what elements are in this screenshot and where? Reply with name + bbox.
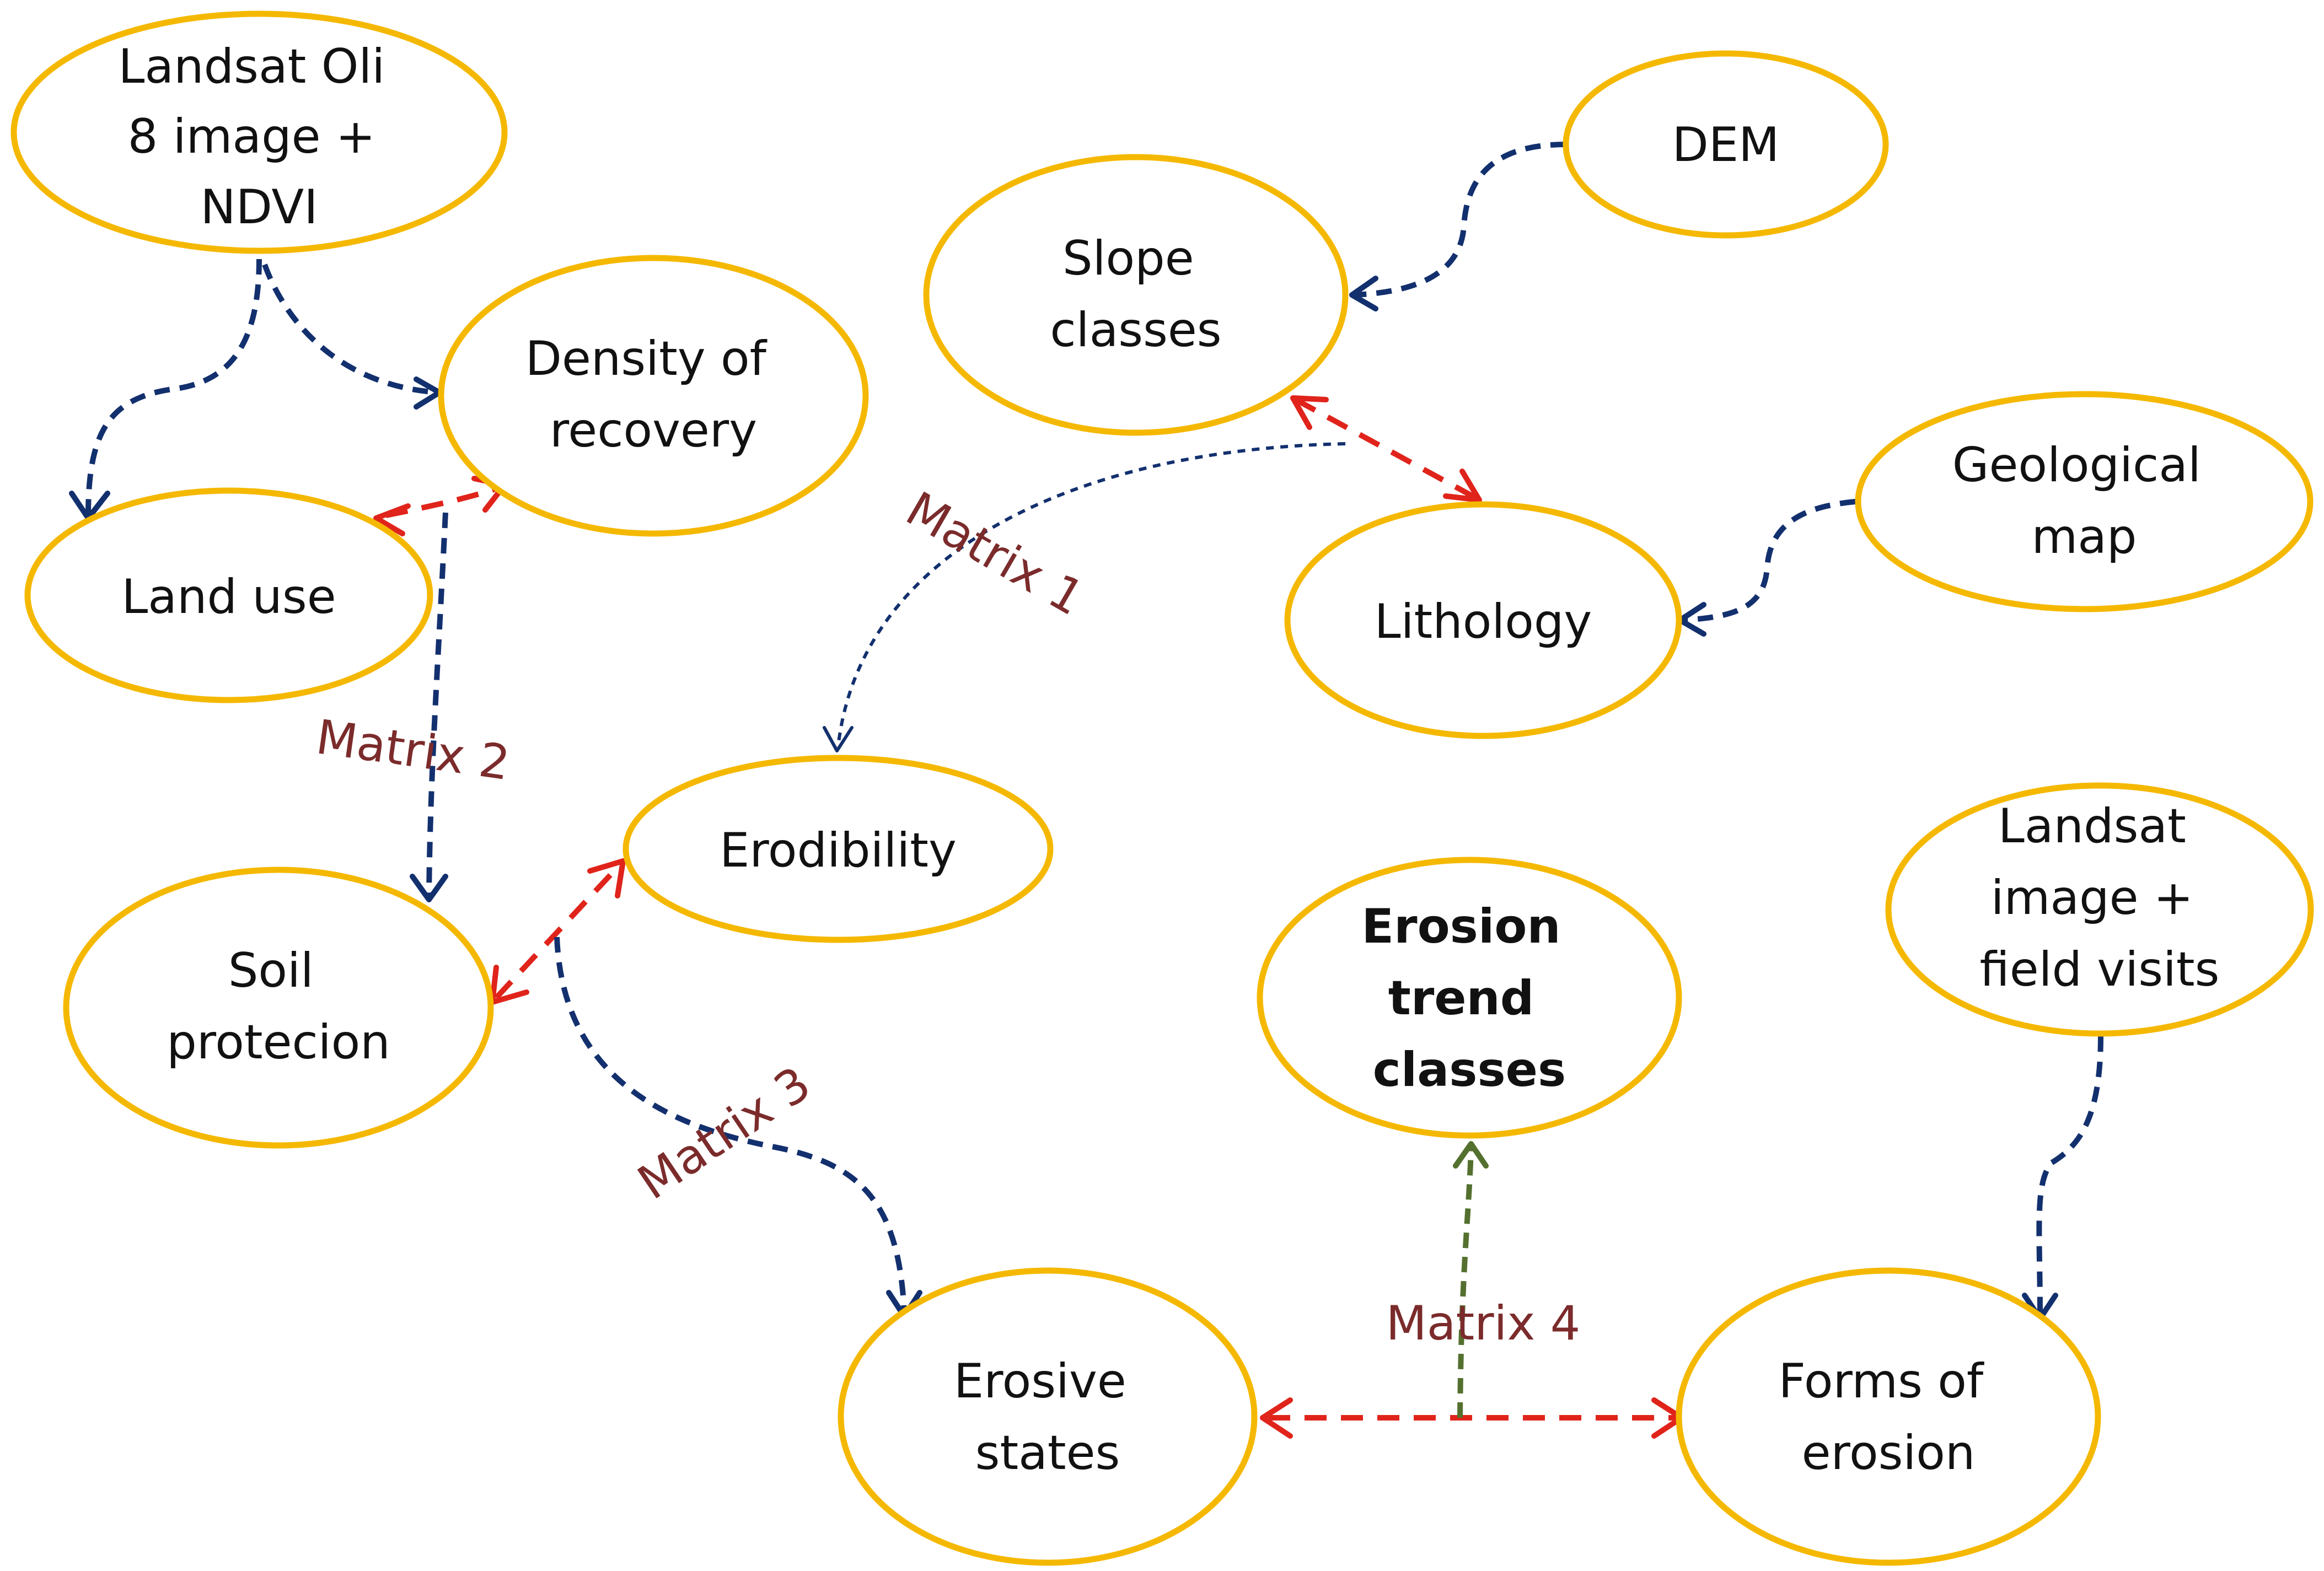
arrowhead-landuse-end <box>373 503 411 536</box>
arrowhead-soil <box>410 874 448 902</box>
matrix-4-label: Matrix 4 <box>1386 1296 1581 1351</box>
arrowhead-erodibility <box>823 726 854 752</box>
arrowhead-erosive-end <box>1260 1397 1293 1439</box>
node-landsat-oli-line-3: NDVI <box>200 180 318 235</box>
node-landsat-field-line-3: field visits <box>1980 942 2220 997</box>
node-landsat-oli: Landsat Oli 8 image + NDVI <box>10 10 508 254</box>
node-forms-line-1: Forms of <box>1778 1354 1984 1409</box>
node-land-use: Land use <box>24 487 433 703</box>
arrow-landuse-density <box>385 485 500 518</box>
arrowhead-trend <box>1453 1141 1489 1169</box>
svg-text:Geological map: Geological map <box>1952 438 2216 564</box>
node-geological-map-line-1: Geological <box>1952 438 2201 493</box>
node-geological-map-line-2: map <box>2031 509 2137 564</box>
arrowhead-lithology-end <box>1443 469 1482 503</box>
node-erosion-trend-classes: Erosion trend classes <box>1257 857 1682 1139</box>
node-trend-line-3: classes <box>1373 1042 1566 1097</box>
arrow-soil-erodibility <box>494 862 622 1000</box>
node-erodibility-line-1: Erodibility <box>720 823 957 878</box>
arrow-landsat-field-to-forms <box>2036 1036 2103 1315</box>
matrix-3-label: Matrix 3 <box>629 1056 820 1210</box>
node-landsat-field-line-1: Landsat <box>1998 799 2186 854</box>
node-erosive-line-1: Erosive <box>954 1354 1126 1409</box>
arrowhead-slope-end <box>1290 395 1329 430</box>
svg-text:DEM: DEM <box>1672 117 1780 173</box>
matrix-2-label: Matrix 2 <box>313 709 513 791</box>
node-landsat-oli-line-1: Landsat Oli <box>118 39 385 94</box>
node-slope-classes: Slope classes <box>923 154 1349 436</box>
svg-text:Slope classes: Slope classes <box>1050 231 1221 358</box>
node-landsat-field-line-2: image + <box>1991 870 2193 926</box>
node-forms-line-2: erosion <box>1802 1425 1976 1481</box>
node-slope-classes-line-2: classes <box>1050 303 1221 358</box>
arrow-landsat-to-land-use <box>85 259 262 516</box>
svg-text:Erosive states: Erosive states <box>954 1354 1141 1481</box>
svg-text:Forms of erosion: Forms of erosion <box>1778 1354 1998 1481</box>
node-trend-line-2: trend <box>1388 971 1534 1026</box>
node-erosive-states: Erosive states <box>838 1267 1258 1566</box>
svg-text:Soil protecion: Soil protecion <box>167 943 390 1070</box>
arrow-matrix4-to-trend <box>1457 1146 1474 1418</box>
arrow-matrix2-to-soil <box>426 512 448 898</box>
svg-text:Lithology: Lithology <box>1375 594 1592 649</box>
arrowhead-slope <box>1349 276 1378 311</box>
node-dem-line-1: DEM <box>1672 117 1780 173</box>
arrow-landsat-to-density <box>262 263 439 395</box>
arrow-geomap-to-lithology <box>1681 499 1856 623</box>
node-soil-line-2: protecion <box>167 1015 390 1070</box>
arrow-dem-to-slope <box>1353 142 1566 298</box>
node-lithology-line-1: Lithology <box>1375 594 1592 649</box>
node-erodibility: Erodibility <box>622 755 1054 943</box>
svg-text:Erodibility: Erodibility <box>720 823 957 878</box>
node-landsat-oli-line-2: 8 image + <box>128 109 375 164</box>
node-land-use-line-1: Land use <box>121 569 336 625</box>
node-trend-line-1: Erosion <box>1361 899 1560 954</box>
svg-text:Landsat Oli 8 image +: Landsat Oli 8 image + NDVI <box>118 39 400 235</box>
arrow-slope-lithology <box>1294 397 1479 502</box>
svg-text:Landsat image + fi: Landsat image + field visits <box>1980 799 2220 997</box>
node-landsat-field-visits: Landsat image + field visits <box>1885 782 2314 1037</box>
node-density-line-1: Density of <box>525 331 767 386</box>
node-density-line-2: recovery <box>550 403 757 458</box>
svg-text:Land use: Land use <box>121 569 336 625</box>
arrow-matrix3-to-erosive <box>554 937 907 1312</box>
arrowhead-erodibility-end <box>587 858 626 899</box>
node-soil-protecion: Soil protecion <box>63 867 494 1149</box>
node-lithology: Lithology <box>1284 501 1682 739</box>
node-erosive-line-2: states <box>975 1425 1120 1481</box>
node-forms-of-erosion: Forms of erosion <box>1676 1267 2101 1566</box>
node-soil-line-1: Soil <box>228 943 314 998</box>
arrow-matrix1-to-erodibility <box>836 442 1346 747</box>
node-slope-classes-line-1: Slope <box>1062 231 1194 286</box>
node-density-of-recovery: Density of recovery <box>438 255 869 537</box>
svg-text:Erosion trend clas: Erosion trend classes <box>1361 899 1577 1097</box>
node-dem: DEM <box>1563 50 1889 239</box>
node-geological-map: Geological map <box>1855 391 2314 612</box>
matrix-1-label: Matrix 1 <box>897 481 1093 626</box>
svg-text:Density of recovery: Density of recovery <box>525 331 782 458</box>
